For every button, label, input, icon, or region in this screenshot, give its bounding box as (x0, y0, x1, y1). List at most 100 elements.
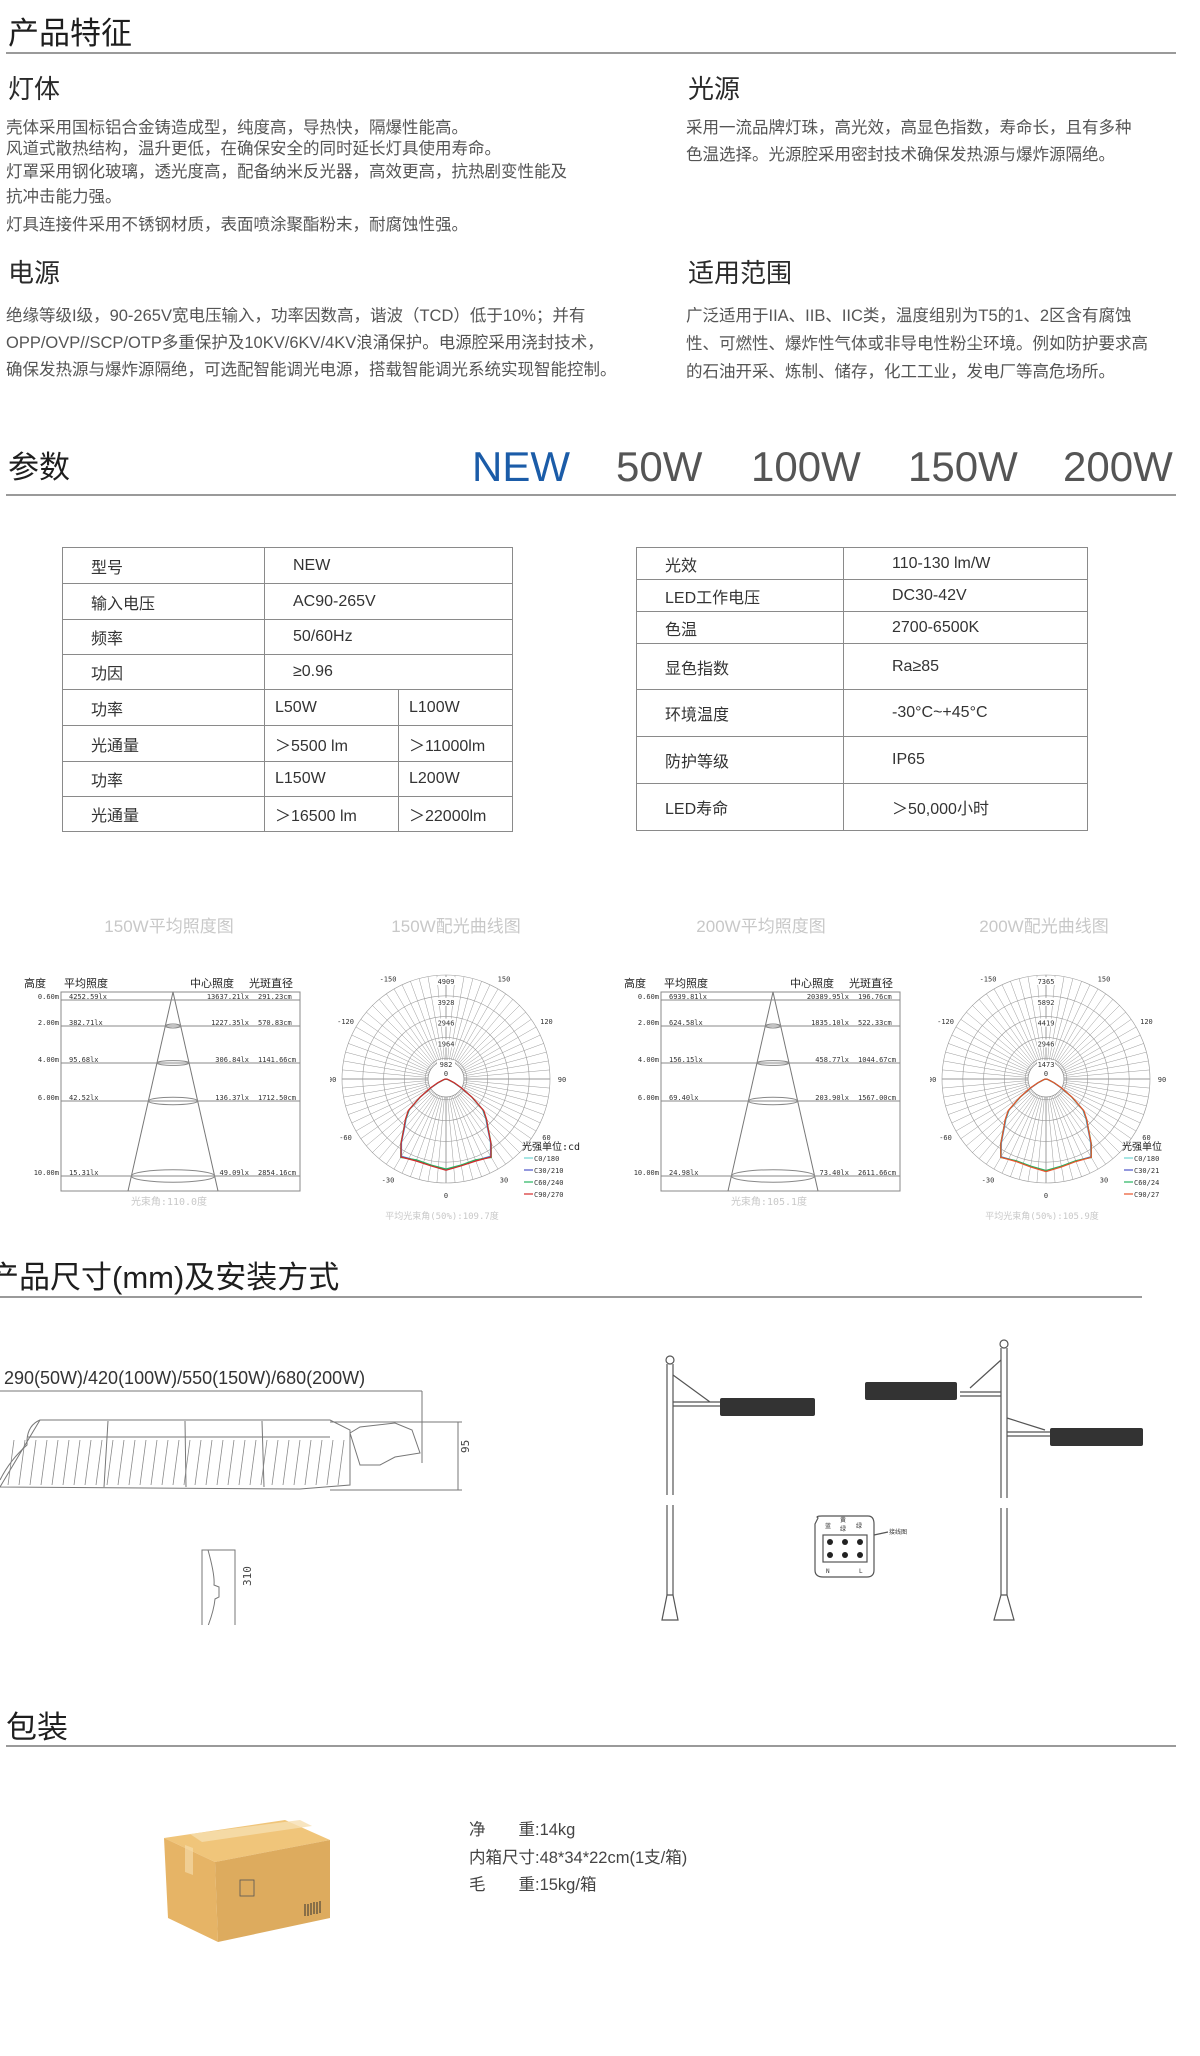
tab-100w[interactable]: 100W (751, 443, 861, 490)
center-zero-label: 0 (444, 1070, 448, 1078)
center-illuminance-value: 1227.35lx (211, 1019, 249, 1027)
spec-label: 光通量 (62, 725, 265, 762)
polar-grid-spoke (943, 1081, 1029, 1098)
legend-entry: C90/270 (534, 1191, 564, 1199)
spot-diameter-value: 1044.67cm (858, 1056, 896, 1064)
polar-grid-spoke (378, 1092, 435, 1159)
ring-tick-label: 4419 (1038, 1020, 1055, 1028)
polar-ring (1024, 1057, 1068, 1101)
height-value: 2.00m (38, 1019, 59, 1027)
header-center-illuminance: 中心照度 (790, 976, 834, 990)
cone-edge (127, 991, 174, 1192)
polar-grid-spoke (1058, 1005, 1120, 1067)
angle-label: -30 (982, 1176, 995, 1184)
polar-grid-spoke (1059, 1011, 1126, 1068)
polar-grid-spoke (351, 1034, 430, 1072)
polar-grid-spoke (463, 1060, 549, 1077)
tab-50w[interactable]: 50W (616, 443, 703, 490)
beam-angle-caption: 光束角:110.0度 (131, 1195, 207, 1208)
spec-label: 光效 (636, 547, 844, 580)
polar-grid-spoke (1018, 978, 1042, 1062)
height-value: 2.00m (638, 1019, 659, 1027)
polar-grid-spoke (457, 1092, 514, 1159)
polar-grid-spoke (1062, 1043, 1144, 1074)
spec-label: 功因 (62, 654, 265, 690)
polar-grid-spoke (951, 1034, 1030, 1072)
polar-grid-spoke (1054, 988, 1099, 1064)
angle-label: 90 (558, 1076, 566, 1084)
height-value: 4.00m (38, 1056, 59, 1064)
spec-value: DC30-42V (843, 579, 1088, 612)
light-spot-ellipse (756, 1060, 790, 1066)
lamp-heads (720, 1382, 1143, 1446)
avg-illuminance-value: 69.40lx (669, 1094, 699, 1102)
angle-label: 0 (1044, 1192, 1048, 1200)
spec-value: ＞16500 lm (264, 796, 399, 832)
polar-grid-spoke (448, 1096, 465, 1182)
polar-grid-spoke (450, 978, 474, 1062)
light-spot-ellipse (730, 1169, 816, 1183)
polar-grid-spoke (360, 1019, 432, 1069)
polar-grid-spoke (1063, 1083, 1147, 1107)
ring-tick-label: 1473 (1038, 1061, 1055, 1069)
gross-weight: 毛 重:15kg/箱 (469, 1876, 597, 1894)
spec-value: NEW (264, 547, 513, 584)
header-avg-illuminance: 平均照度 (64, 976, 108, 990)
angle-label: -90 (930, 1076, 936, 1084)
carton-box-image (164, 1820, 330, 1942)
polar-grid-spoke (966, 1090, 1033, 1147)
section-divider (6, 1745, 1176, 1747)
text-line: 灯罩采用钢化玻璃，透光度高，配备纳米反光器，高效更高，抗热剧变性能及 (6, 163, 567, 181)
heatsink-fin (326, 1439, 334, 1486)
angle-label: -150 (380, 976, 397, 984)
polar-grid-spoke (1057, 999, 1114, 1066)
light-spot-ellipse (747, 1096, 799, 1106)
polar-grid-spoke (386, 993, 436, 1065)
polar-grid-spoke (942, 1080, 1029, 1089)
spot-diameter-value: 570.83cm (258, 1019, 292, 1027)
polar-grid-spoke (942, 1069, 1029, 1078)
polar-grid-spoke (955, 1087, 1031, 1132)
section-title-features: 产品特征 (8, 16, 132, 51)
wire-label: N (826, 1568, 830, 1575)
text-line: 性、可燃性、爆炸性气体或非导电性粉尘环境。例如防护要求高 (686, 335, 1148, 353)
heatsink-fin (18, 1439, 26, 1486)
heading-scope: 适用范围 (688, 258, 793, 288)
avg-illuminance-value: 15.31lx (69, 1169, 99, 1177)
polar-grid-spoke (978, 1092, 1035, 1159)
polar-grid-spoke (986, 1093, 1036, 1165)
tab-150w[interactable]: 150W (908, 443, 1018, 490)
tab-200w[interactable]: 200W (1063, 443, 1173, 490)
spec-label: 功率 (62, 689, 265, 726)
polar-grid-spoke (978, 999, 1035, 1066)
spec-value: 2700-6500K (843, 611, 1088, 644)
angle-label: 150 (1098, 976, 1111, 984)
heading-body: 灯体 (8, 74, 61, 104)
spec-value: ＞50,000小时 (843, 783, 1088, 831)
polar-grid-spoke (462, 1043, 544, 1074)
polar-ring (962, 995, 1130, 1163)
polar-grid-spoke (951, 1086, 1030, 1124)
heatsink-fin (40, 1439, 48, 1486)
tab-new[interactable]: NEW (472, 443, 570, 490)
beam-angle-caption: 平均光束角(50%):109.7度 (385, 1210, 499, 1222)
intensity-curve-C90-270 (400, 1078, 492, 1171)
legend-entry: C30/210 (534, 1167, 564, 1175)
polar-chart-150w: 98219642946392849090-150150-120120-9090-… (330, 974, 580, 1222)
polar-grid-spoke (463, 1081, 549, 1098)
polar-grid-spoke (372, 1005, 434, 1067)
height-value: 6.00m (38, 1094, 59, 1102)
angle-label: 0 (444, 1192, 448, 1200)
ring-label-bg (1037, 1060, 1055, 1069)
polar-grid-spoke (458, 1005, 520, 1067)
angle-label: 30 (500, 1176, 508, 1184)
polar-grid-spoke (366, 1011, 433, 1068)
section-divider (6, 494, 1176, 496)
installation-drawing: 黄 绿 蓝 绿 接线图 N L (661, 1339, 1143, 1621)
ring-label-bg (1037, 977, 1055, 985)
chart-title-150w-polar: 150W配光曲线图 (391, 917, 521, 936)
